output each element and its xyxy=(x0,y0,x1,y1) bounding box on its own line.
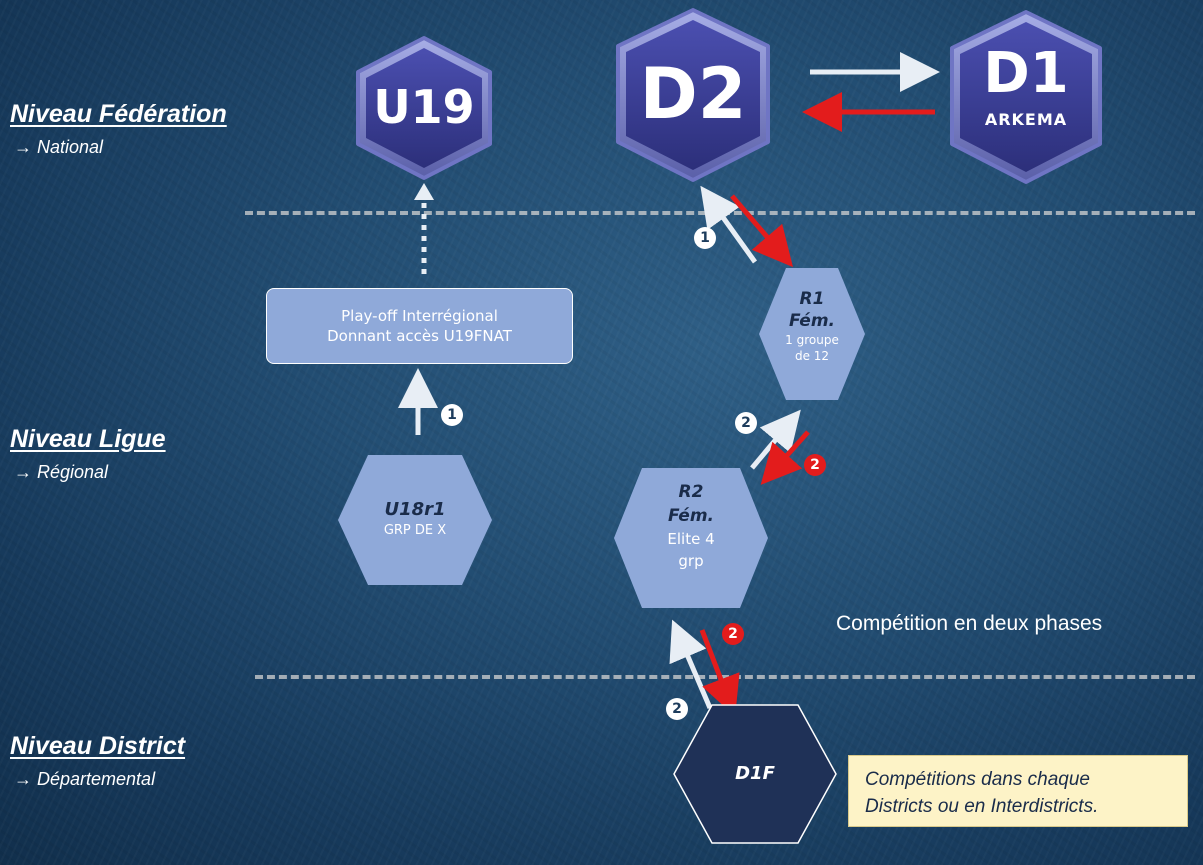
level-ligue-sub: → Régional xyxy=(14,462,109,482)
r2-hexagon xyxy=(614,468,768,608)
d1-logo-label: D1 xyxy=(983,41,1069,106)
two-phase-note: Compétition en deux phases xyxy=(836,612,1103,635)
callout-line2: Districts ou en Interdistricts. xyxy=(865,796,1099,817)
d2-logo xyxy=(616,8,770,182)
playoff-line1: Play-off Interrégional xyxy=(341,307,498,325)
r1-hex-content: R1 Fém. 1 groupe de 12 xyxy=(759,288,865,364)
level-district-sub: → Départemental xyxy=(14,769,156,789)
u18-line1: GRP DE X xyxy=(383,523,447,538)
badge-d2-r1-up: 1 xyxy=(694,227,716,249)
u18-hex-content: U18r1 GRP DE X xyxy=(338,498,492,540)
r1-title: R1 xyxy=(799,289,825,309)
level-district-title: Niveau District xyxy=(10,732,186,760)
badge-r2-d1f-down: 2 xyxy=(722,623,744,645)
r2-line1: Elite 4 xyxy=(667,530,715,548)
playoff-interregional-box: Play-off Interrégional Donnant accès U19… xyxy=(266,288,573,364)
r2-line2: grp xyxy=(678,552,704,570)
badge-r1-r2-down: 2 xyxy=(804,454,826,476)
r1-line2: de 12 xyxy=(794,349,830,363)
d1-arkema-logo xyxy=(950,10,1102,184)
badge-u18-up: 1 xyxy=(441,404,463,426)
d1f-hexagon xyxy=(673,704,837,844)
u18-hexagon xyxy=(338,455,492,585)
d1f-title: D1F xyxy=(735,763,775,784)
playoff-line2: Donnant accès U19FNAT xyxy=(327,327,512,345)
level-federation-sub: → National xyxy=(14,137,104,157)
r1-hexagon xyxy=(759,268,865,400)
playoff-to-u19-arrowhead xyxy=(414,183,434,200)
level-ligue-title: Niveau Ligue xyxy=(10,425,166,453)
u19-logo-label: U19 xyxy=(373,80,475,134)
r2-title: R2 xyxy=(678,482,704,502)
d2-to-r1-relegation-arrow xyxy=(730,194,794,268)
level-federation-title: Niveau Fédération xyxy=(10,100,227,128)
r1-line1: 1 groupe xyxy=(785,333,839,347)
u18-title: U18r1 xyxy=(384,499,446,520)
district-callout: Compétitions dans chaque Districts ou en… xyxy=(848,755,1188,827)
u19-logo xyxy=(356,36,492,180)
r1-to-d2-promotion-arrow xyxy=(700,185,758,264)
badge-d1f-r2-up: 2 xyxy=(666,698,688,720)
d1-arkema-label: ARKEMA xyxy=(984,110,1068,129)
r1-to-r2-relegation-arrow xyxy=(760,430,810,485)
d1f-to-r2-promotion-arrow xyxy=(669,619,713,709)
r2-to-d1f-relegation-arrow xyxy=(699,629,740,717)
d2-logo-label: D2 xyxy=(639,53,747,135)
r2-hex-content: R2 Fém. Elite 4 grp xyxy=(614,480,768,572)
callout-line1: Compétitions dans chaque xyxy=(865,769,1090,790)
r1-title-fem: Fém. xyxy=(789,311,835,331)
r2-title-fem: Fém. xyxy=(668,506,714,526)
badge-r2-r1-up: 2 xyxy=(735,412,757,434)
